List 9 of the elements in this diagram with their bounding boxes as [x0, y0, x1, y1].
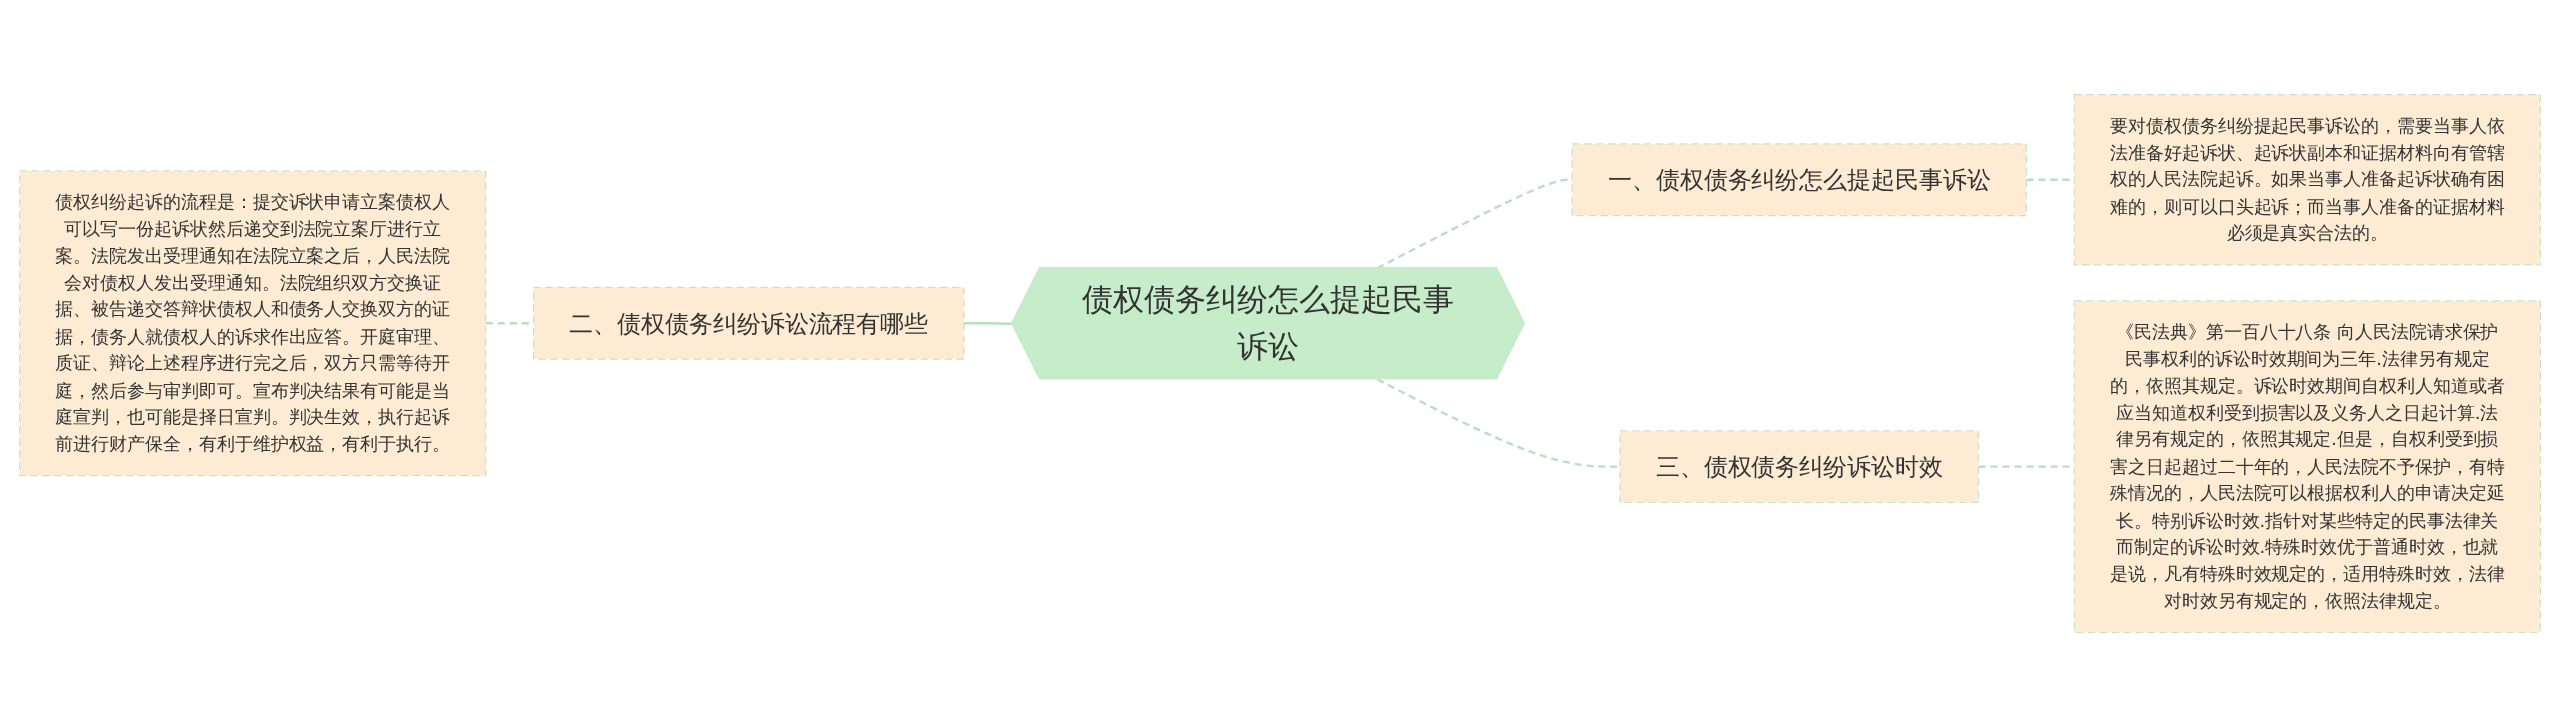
connector: [963, 322, 1013, 326]
node-box: [533, 287, 965, 361]
mind-map-diagram: 债权债务纠纷怎么提起民事诉讼 一、债权债务纠纷怎么提起民事诉讼 要对债权债务纠纷提起民事诉讼的，需要当事人依法准备好起诉状、起诉状副本和证据材料向有管辖权的人民法院起诉。如果当事人准备起诉状确有困难的，则可以口头起诉；而当事人准备的证据材料必须是真实合法的。 二、债权债务纠纷诉讼流程有哪些 债权纠纷起诉的流程是：提交诉状申请立案债权人可以写一份起诉状然后递交到法院立案厅进行立案。法院发出受理通知在法院立案之后，人民法院会对债权人发出受理通知。法院组织双方交换证据、被告递交答辩状债权人和债务人交换双方的证据，债务人就债权人的诉求作出应答。开庭审理、质证、辩论上述程序进行完之后，双方只需等待开庭，然后参与审判即可。宣布判决结果有可能是当庭宣判，也可能是择日宣判。判决生效，执行起诉前进行财产保全，有利于维护权益，有利于执行。 三、债权债务纠纷诉讼时效 《民法典》第一百八十八条 向人民法院请求保护民事权利的诉讼时效期间为三年.法律另有规定的，依照其规定。诉讼时效期间自权利人知道或者应当知道权利受到损害以及义务人之日起计算.法律另有规定的，依照其规定.但是，自权利受到损害之日起超过二十年的，人民法院不予保护，有特殊情况的，人民法院可以根据权利人的申请决定延长。特别诉讼时效.指针对某些特定的民事法律关而制定的诉讼时效.特殊时效优于普通时效，也就是说，凡有特殊时效规定的，适用特殊时效，法律对时效另有规定的，依照法律规定。: [10, 85, 2550, 643]
node-box: [2073, 94, 2541, 266]
node-box: [1619, 430, 1980, 504]
node-box: [19, 170, 487, 477]
node-box: [2073, 300, 2541, 634]
connector: [1376, 378, 1620, 469]
node-box: [1571, 143, 2027, 217]
